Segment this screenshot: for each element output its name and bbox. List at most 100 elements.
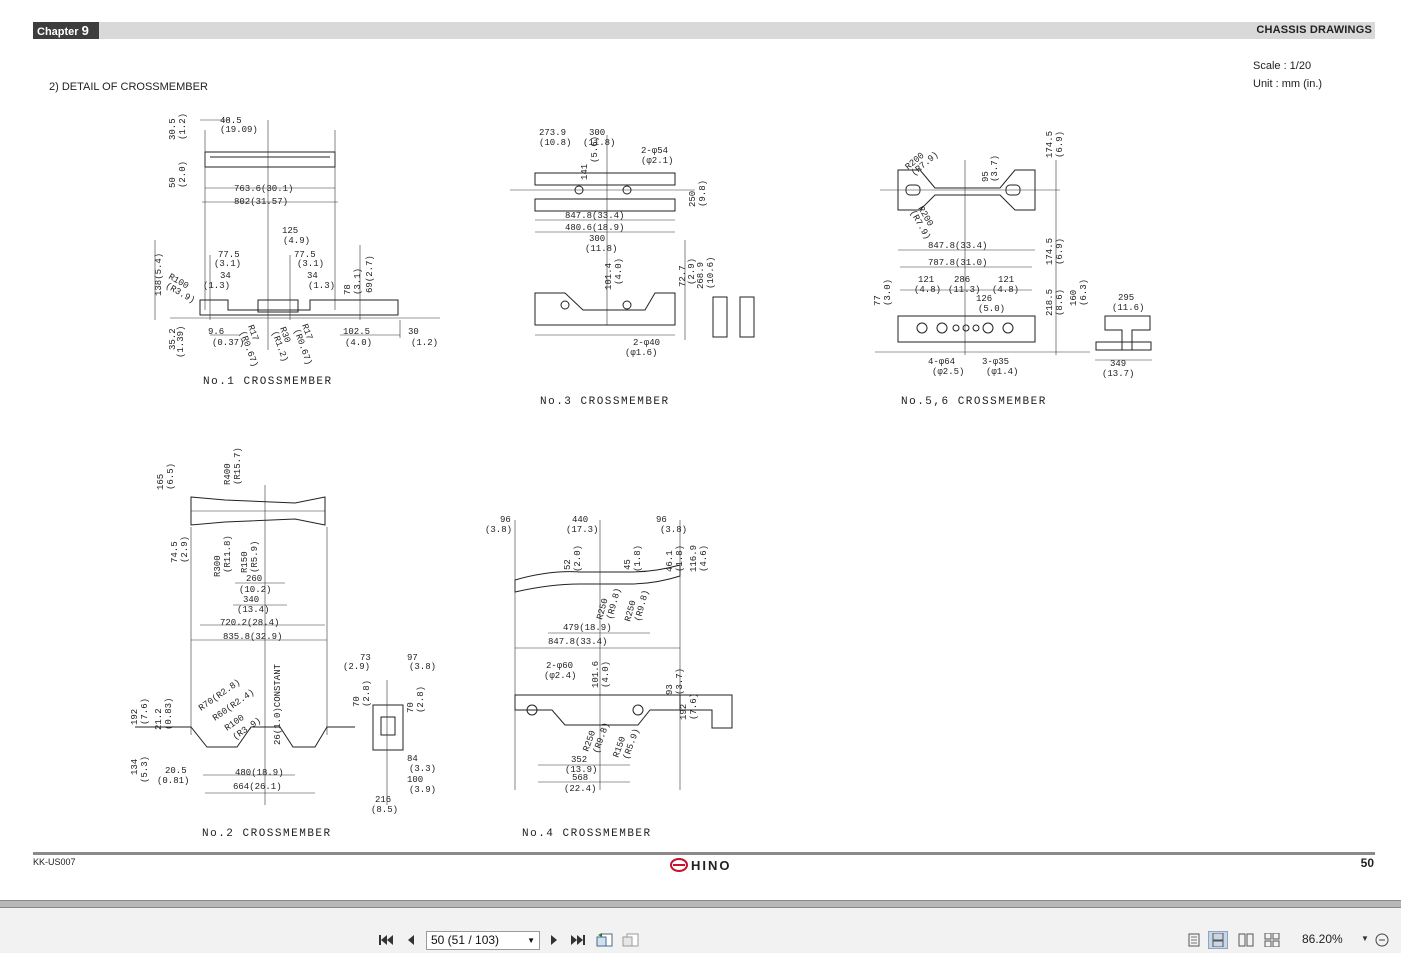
hino-logo: HINO <box>670 857 732 873</box>
no4-dim-text: (2.0) <box>573 545 583 572</box>
page-subtitle: 2) DETAIL OF CROSSMEMBER <box>49 81 208 93</box>
no3-dim-text: 250 <box>688 191 698 207</box>
prev-page-button[interactable] <box>401 931 421 949</box>
chapter-number: 9 <box>81 23 89 38</box>
no1-dim-text: 102.5 <box>343 327 370 337</box>
no1-dim-text: 34 <box>220 271 231 281</box>
page-selector[interactable]: 50 (51 / 103) ▼ <box>426 931 540 950</box>
no1-dim-text: 763.6(30.1) <box>234 184 293 194</box>
scale-text: Scale : 1/20 <box>1253 60 1312 72</box>
no2-dim-text: 192 <box>130 709 140 725</box>
no3-caption: No.3 CROSSMEMBER <box>540 396 670 408</box>
no2-dim-text: (6.5) <box>166 463 176 490</box>
no1-top-flange <box>204 151 336 168</box>
no4-dim-text: 116.9 <box>689 545 699 572</box>
page-number: 50 <box>1360 856 1374 870</box>
no1-dim-text: 30 <box>408 327 419 337</box>
no1-dim-text: 9.6 <box>208 327 224 337</box>
no2-dim-text: 84 <box>407 754 418 764</box>
no56-dim-text: (φ1.4) <box>986 367 1018 377</box>
no4-dim-text: (4.6) <box>699 545 709 572</box>
continuous-view-button[interactable] <box>1208 931 1228 949</box>
single-page-icon <box>1188 933 1200 947</box>
viewer-toolbar: 50 (51 / 103) ▼ 86.20% ▼ <box>0 908 1401 953</box>
no2-dim-text: 216 <box>375 795 391 805</box>
continuous-page-icon <box>1212 933 1224 947</box>
no1-dim-text: (0.37) <box>212 338 244 348</box>
facing-pages-icon <box>1238 933 1254 947</box>
no1-dim-text: 35.2 <box>168 328 178 350</box>
no4-dim-text: (φ2.4) <box>544 671 576 681</box>
no56-dim-text: 121 <box>918 275 934 285</box>
go-back-view-button[interactable] <box>595 931 615 949</box>
no4-dim-text: 479(18.9) <box>563 623 612 633</box>
no2-dim-text: 720.2(28.4) <box>220 618 279 628</box>
no1-dim-text: (3.1) <box>214 259 241 269</box>
no1-drawing-svg: 48.5 (19.09) 30.5 (1.2) 50 (2.0) 763.6(3… <box>154 113 440 369</box>
no2-dim-text: (2.9) <box>180 536 190 563</box>
zoom-out-button[interactable] <box>1372 931 1392 949</box>
chapter-tab: Chapter 9 <box>33 22 99 39</box>
no1-dim-text: (1.3) <box>308 281 335 291</box>
no2-dim-text: (10.2) <box>239 585 271 595</box>
hino-logo-text: HINO <box>691 857 732 873</box>
no56-caption: No.5,6 CROSSMEMBER <box>901 396 1047 408</box>
first-page-button[interactable] <box>376 931 396 949</box>
no56-dim-text: 847.8(33.4) <box>928 241 987 251</box>
no56-dim-text: (13.7) <box>1102 369 1134 379</box>
go-forward-view-button[interactable] <box>621 931 641 949</box>
no4-dim-text: (13.9) <box>565 765 597 775</box>
no1-dim-text: (3.1) <box>297 259 324 269</box>
no56-dim-text: 787.8(31.0) <box>928 258 987 268</box>
last-page-button[interactable] <box>568 931 588 949</box>
single-page-view-button[interactable] <box>1184 931 1204 949</box>
no1-dim-text: 30.5 <box>168 118 178 140</box>
no3-dim-text: 480.6(18.9) <box>565 223 624 233</box>
no2-dim-text: (3.9) <box>409 785 436 795</box>
no2-dim-text: 664(26.1) <box>233 782 282 792</box>
no56-drawing-svg: R200 (R7.9) 95 (3.7) 174.5 (6.9) R200 (R… <box>873 131 1152 379</box>
no56-dim-text: (6.9) <box>1055 131 1065 158</box>
no4-dim-text: 847.8(33.4) <box>548 637 607 647</box>
no3-dim-text: (5.6) <box>590 136 600 163</box>
no4-dim-text: (17.3) <box>566 525 598 535</box>
no3-dim-text: (11.8) <box>583 138 615 148</box>
no1-dim-text: (4.0) <box>345 338 372 348</box>
no2-dim-text: (8.5) <box>371 805 398 815</box>
no2-dim-text: (13.4) <box>237 605 269 615</box>
page-header: Chapter 9 CHASSIS DRAWINGS <box>33 22 1375 39</box>
no3-dim-text: 268.9 <box>696 262 706 289</box>
no1-dim-text: 69(2.7) <box>365 255 375 293</box>
no4-drawing-svg: 96 (3.8) 440 (17.3) 96 (3.8) 52 (2.0) 45… <box>485 515 733 794</box>
no4-dim-text: 96 <box>656 515 667 525</box>
no3-dim-text: (11.8) <box>585 244 617 254</box>
next-page-button[interactable] <box>544 931 564 949</box>
no56-dim-text: 126 <box>976 294 992 304</box>
no2-dim-text: (R5.9) <box>250 541 260 573</box>
no4-dim-text: (3.8) <box>660 525 687 535</box>
no2-dim-text: 835.8(32.9) <box>223 632 282 642</box>
facing-view-button[interactable] <box>1236 931 1256 949</box>
no2-dim-text: (3.8) <box>409 662 436 672</box>
no3-dim-text: 847.8(33.4) <box>565 211 624 221</box>
no2-dim-text: 340 <box>243 595 259 605</box>
no3-dim-text: (4.0) <box>614 258 624 285</box>
no2-dim-text: 165 <box>156 474 166 490</box>
no1-dim-text: (1.39) <box>176 326 186 358</box>
no4-dim-text: 352 <box>571 755 587 765</box>
no2-dim-text: R300 <box>213 555 223 577</box>
no2-dim-text: 134 <box>130 759 140 775</box>
no56-dim-text: (4.8) <box>992 285 1019 295</box>
no56-top-view <box>897 169 1036 211</box>
no4-side-profile <box>514 694 681 726</box>
no2-dim-text: 20.5 <box>165 766 187 776</box>
zoom-level[interactable]: 86.20% <box>1302 932 1343 946</box>
no2-end-view <box>372 704 404 751</box>
facing-continuous-view-button[interactable] <box>1262 931 1282 949</box>
no56-dim-text: 349 <box>1110 359 1126 369</box>
no3-dim-text: (φ2.1) <box>641 156 673 166</box>
no4-dim-text: (3.7) <box>675 668 685 695</box>
no2-dim-text: 100 <box>407 775 423 785</box>
zoom-dropdown-icon[interactable]: ▼ <box>1361 934 1369 943</box>
last-page-icon <box>571 935 585 945</box>
